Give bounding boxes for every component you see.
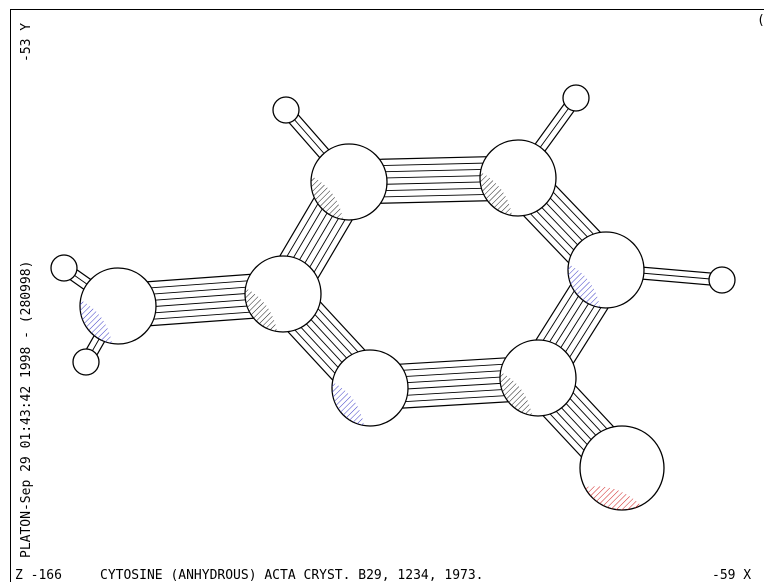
viewport-border <box>10 9 764 582</box>
z-axis-label: Z -166 <box>15 568 62 582</box>
atom-N3 <box>331 349 409 427</box>
atom-C5 <box>310 143 388 221</box>
atom-C6 <box>479 139 557 217</box>
atom-C2 <box>499 339 577 417</box>
program-timestamp-label: PLATON-Sep 29 01:43:42 1998 - (280998) <box>19 261 34 558</box>
atom-N1 <box>567 231 645 309</box>
atom-H4B <box>72 348 100 376</box>
atom-O2 <box>579 425 665 511</box>
atom-H5 <box>272 96 300 124</box>
atom-H1 <box>708 266 736 294</box>
x-axis-label: -59 X <box>712 568 751 582</box>
atom-layer <box>50 84 736 511</box>
atom-H4A <box>50 254 78 282</box>
y-axis-label: -53 Y <box>19 23 34 62</box>
atom-H6 <box>562 84 590 112</box>
corner-mark: ( <box>757 13 764 28</box>
atom-C4 <box>244 255 322 333</box>
structure-caption: CYTOSINE (ANHYDROUS) ACTA CRYST. B29, 12… <box>100 568 484 582</box>
atom-N4 <box>79 267 157 345</box>
